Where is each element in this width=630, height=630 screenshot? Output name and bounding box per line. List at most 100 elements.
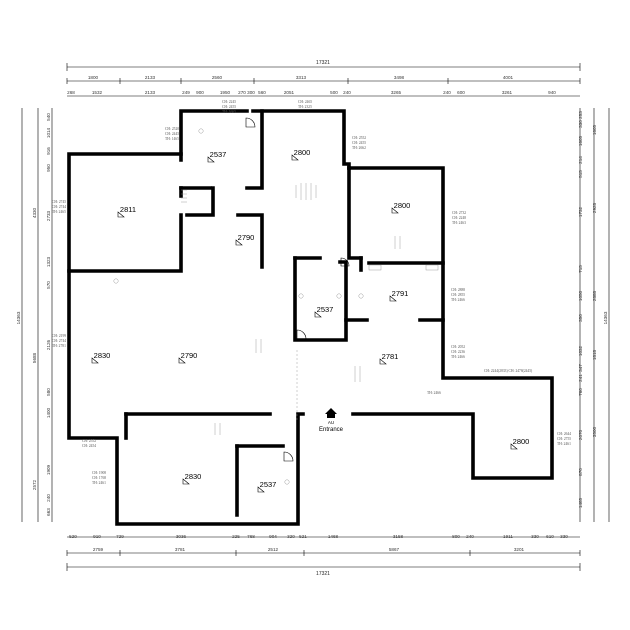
bottom-dim: 1911 [503,534,513,539]
top-dim: 2051 [284,90,295,95]
note: TH: 1465 [165,137,179,141]
left-dimension-chain: 14363 4330 5688 2572 540 1014 916 950 27… [16,108,53,522]
note: CH: 2755 [557,437,571,441]
bottom-dim: 240 [466,534,474,539]
room-height-labels: 2537 2800 2811 2790 2800 2791 2537 2830 … [91,148,530,493]
right-total-dim: 14363 [603,311,608,324]
right-dim: 253 [578,111,583,119]
note: TH: 2781 [52,344,66,348]
right-dimension-chain: 253 330 1605 214 515 1732 715 1050 350 1… [578,108,610,522]
note: CH: 2644 [557,432,571,436]
right-dim: 1605 [592,124,597,135]
ceiling-notes: CH: 2520 CH: 2445 TH: 1465 CH: 2245 CH: … [52,100,571,485]
right-dim: 2070 [578,429,583,440]
left-dim: 2126 [46,339,51,350]
entrance-arrow-icon [325,408,337,418]
left-dim: 2572 [32,479,37,490]
top-dim: 4001 [503,75,514,80]
room-height: 2800 [394,201,411,210]
top-dimension-chain: 17321 1800 2133 2560 3313 3498 4001 268 … [66,60,581,97]
note: CH: 2855 [451,293,465,297]
top-dim: 1800 [88,75,99,80]
note: TH: 2465 [52,210,66,214]
bottom-dim: 610 [546,534,554,539]
right-dim: 715 [578,265,583,273]
left-dim: 1014 [46,127,51,138]
note: CH: 2455 [222,105,236,109]
top-dim: 2133 [145,75,156,80]
top-dim: 3498 [394,75,405,80]
room-height: 2537 [260,480,277,489]
left-dim: 950 [46,164,51,172]
left-dim: 580 [46,388,51,396]
right-dim: 870 [578,468,583,476]
room-height: 2800 [513,437,530,446]
top-dim: 300 [247,90,255,95]
top-dim: 600 [457,90,465,95]
note: TH: 2461 [557,442,571,446]
top-dim: 1532 [92,90,103,95]
right-dim: 214 [578,156,583,164]
right-dim: 3500 [592,426,597,437]
bottom-dim: 3201 [514,547,525,552]
left-dim: 240 [46,494,51,502]
bottom-dim: 2759 [93,547,104,552]
note: TH: 1665 [222,110,236,114]
note: CH: 2244(2833) CH: 2478(2445) [484,369,533,373]
bottom-dim: 3036 [176,534,187,539]
right-dim: 1050 [578,290,583,301]
top-dim: 3261 [502,90,513,95]
left-dim: 4330 [32,207,37,218]
note: CH: 2745 [52,200,66,204]
left-dim: 1323 [46,256,51,267]
left-dim: 1909 [46,464,51,475]
bottom-dim: 330 [560,534,568,539]
note: CH: 1768 [92,476,106,480]
walls [67,109,554,526]
top-dim: 270 [238,90,246,95]
room-height: 2811 [120,205,136,214]
note: CH: 2199 [52,334,66,338]
room-height: 2830 [94,351,111,360]
right-dim: 241 [578,374,583,382]
note: TH: 2325 [298,105,312,109]
bottom-dimension-chain: 520 910 729 3036 225 768 904 320 521 146… [66,534,581,577]
top-total-dim: 17321 [316,60,330,66]
bottom-dim: 330 [531,534,539,539]
room-height: 2537 [210,150,227,159]
room-height: 2791 [392,289,409,298]
bottom-dim: 520 [69,534,77,539]
room-height: 2790 [238,233,255,242]
room-height: 2830 [185,472,202,481]
bottom-dim: 904 [269,534,277,539]
top-dim: 3265 [391,90,402,95]
left-dim: 1400 [46,407,51,418]
note: CH: 2248 [452,216,466,220]
top-dim: 249 [182,90,190,95]
right-dim: 1465 [578,497,583,508]
top-dim: 500 [330,90,338,95]
note: CH: 2520 [165,127,179,131]
top-dim: 2560 [212,75,223,80]
top-dim: 240 [343,90,351,95]
note: CH: 2455 [352,141,366,145]
bottom-dim: 729 [116,534,124,539]
right-dim: 1605 [578,135,583,146]
bottom-dim: 910 [93,534,101,539]
note: CH: 2245 [222,100,236,104]
left-dim: 540 [46,113,51,121]
note: TH: 2466 [451,355,465,359]
left-dim: 2733 [46,210,51,221]
note: CH: 1908 [92,471,106,475]
left-dim: 916 [46,147,51,155]
fixtures [113,128,439,485]
room-height: 2800 [294,148,311,157]
note: TH: 2466 [427,391,441,395]
top-dim: 2133 [145,90,156,95]
room-height: 2790 [181,351,198,360]
right-dim: 1818 [592,349,597,360]
note: CH: 2465 [298,100,312,104]
note: TH: 2466 [451,298,465,302]
note: TH: 2461 [92,481,106,485]
